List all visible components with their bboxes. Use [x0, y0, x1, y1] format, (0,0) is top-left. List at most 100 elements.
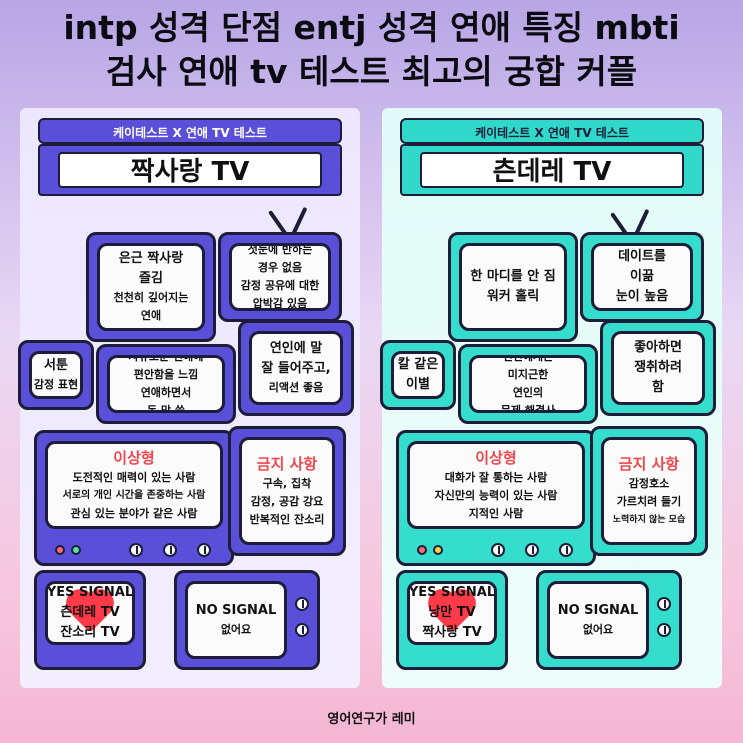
tv-screen: 칼 같은 이별	[391, 351, 445, 399]
tv-screen: 서툰 감정 표현	[29, 351, 83, 399]
ban-heading: 금지 사항	[256, 455, 318, 473]
tv-screen: NO SIGNAL 없어요	[185, 581, 287, 659]
tv-text: 자유로운 연애에	[128, 355, 204, 363]
dial-knob	[163, 543, 177, 557]
tv-ideal: 이상형 대화가 잘 통하는 사람 자신만의 능력이 있는 사람 지적인 사람	[396, 430, 596, 566]
tv-screen: 금지 사항 구속, 집착 감정, 공감 강요 반복적인 잔소리	[239, 437, 335, 545]
tv-text: 함	[652, 380, 664, 395]
dial-knob	[559, 543, 573, 557]
tv-text: 없어요	[582, 623, 614, 636]
ban-heading: 금지 사항	[618, 455, 680, 473]
tv-text: 반복적인 잔소리	[249, 513, 325, 526]
tv-screen: 데이트를 이끎 눈이 높음	[591, 243, 693, 311]
tv-text: 연인에게는	[502, 355, 554, 363]
tv-text: 없어요	[220, 623, 252, 636]
tv-text: 편안함을 느낌	[133, 368, 199, 381]
tv-text: 첫눈에 반하는	[247, 243, 313, 256]
headline-line-2: 검사 연애 tv 테스트 최고의 궁합 커플	[105, 52, 638, 91]
tv-screen: YES SIGNAL 츤데레 TV 잔소리 TV	[45, 581, 135, 645]
tv-text: 감정호소	[628, 477, 670, 490]
tv-text: 경우 없음	[257, 261, 303, 274]
topbar-label: 케이테스트 X 연애 TV 테스트	[400, 118, 704, 144]
tv-text: 압박감 있음	[252, 297, 308, 310]
tv-screen: YES SIGNAL 낭만 TV 짝사랑 TV	[407, 581, 497, 645]
tv-text: 쟁취하려	[634, 360, 682, 375]
tv-ideal: 이상형 도전적인 매력이 있는 사람 서로의 개인 시간을 존중하는 사람 관심…	[34, 430, 234, 566]
tv-text: 데이트를	[618, 249, 666, 264]
tv-yes-signal: YES SIGNAL 낭만 TV 짝사랑 TV	[396, 570, 508, 670]
tv-text: 미지근한	[507, 368, 549, 381]
tv-screen: 금지 사항 감정호소 가르치려 들기 노력하지 않는 모습	[601, 437, 697, 545]
yes-heading: YES SIGNAL	[408, 585, 496, 600]
tv-4: 연인에게는 미지근한 연인의 문제 해결사	[458, 344, 598, 424]
title-text: 츤데레 TV	[420, 152, 684, 188]
tv-text: 돈 막 씀	[146, 404, 186, 413]
indicator-light	[71, 545, 81, 555]
tv-text: 리액션 좋음	[268, 381, 324, 394]
tv-1: 한 마디를 안 짐 워커 홀릭	[448, 232, 578, 342]
tv-text: 한 마디를 안 짐	[470, 269, 556, 284]
tv-screen: 좋아하면 쟁취하려 함	[611, 331, 705, 405]
tv-yes-signal: YES SIGNAL 츤데레 TV 잔소리 TV	[34, 570, 146, 670]
tv-text: 관심 있는 분야가 같은 사람	[70, 507, 198, 520]
tv-text: 구속, 집착	[262, 477, 312, 490]
tv-screen: 이상형 도전적인 매력이 있는 사람 서로의 개인 시간을 존중하는 사람 관심…	[45, 441, 223, 529]
tv-text: 서로의 개인 시간을 존중하는 사람	[62, 490, 206, 501]
dial-knob	[525, 543, 539, 557]
headline: intp 성격 단점 entj 성격 연애 특징 mbti 검사 연애 tv 테…	[0, 0, 743, 100]
no-heading: NO SIGNAL	[557, 603, 639, 618]
tv-text: 감정 표현	[33, 378, 79, 391]
no-heading: NO SIGNAL	[195, 603, 277, 618]
headline-line-1: intp 성격 단점 entj 성격 연애 특징 mbti	[63, 8, 680, 47]
tv-text: 가르치려 들기	[616, 495, 682, 508]
tv-text: 노력하지 않는 모습	[612, 515, 686, 525]
indicator-light	[55, 545, 65, 555]
tv-text: 연애하면서	[140, 386, 192, 399]
tv-text: 잘 들어주고,	[261, 361, 331, 376]
tv-text: 칼 같은	[397, 357, 439, 372]
tv-text: 지적인 사람	[468, 507, 524, 520]
tv-text: 워커 홀릭	[486, 289, 540, 304]
tv-text: 감정 공유에 대한	[240, 279, 320, 292]
ideal-heading: 이상형	[113, 449, 155, 467]
tv-text: 낭만 TV	[428, 605, 476, 620]
tv-text: 감정, 공감 강요	[250, 495, 324, 508]
tv-text: 천천히 깊어지는	[113, 291, 189, 304]
dial-knob	[657, 597, 671, 611]
tv-text: 문제 해결사	[500, 404, 556, 413]
tv-text: 연인의	[512, 386, 544, 399]
tv-5: 연인에 말 잘 들어주고, 리액션 좋음	[238, 320, 354, 416]
ideal-heading: 이상형	[475, 449, 517, 467]
tv-3: 서툰 감정 표현	[18, 340, 94, 410]
tv-text: 좋아하면	[634, 340, 682, 355]
tv-screen: 은근 짝사랑 즐김 천천히 깊어지는 연애	[97, 243, 205, 331]
tv-text: 은근 짝사랑	[118, 251, 184, 266]
panel-crush-tv: 케이테스트 X 연애 TV 테스트 짝사랑 TV 은근 짝사랑 즐김 천천히 깊…	[18, 108, 360, 688]
tv-ban: 금지 사항 구속, 집착 감정, 공감 강요 반복적인 잔소리	[228, 426, 346, 556]
tv-screen: 첫눈에 반하는 경우 없음 감정 공유에 대한 압박감 있음	[229, 243, 331, 311]
tv-text: 츤데레 TV	[60, 605, 120, 620]
yes-heading: YES SIGNAL	[46, 585, 134, 600]
dial-knob	[295, 623, 309, 637]
tv-3: 칼 같은 이별	[380, 340, 456, 410]
tv-screen: 자유로운 연애에 편안함을 느낌 연애하면서 돈 막 씀	[107, 355, 225, 413]
tv-text: 즐김	[139, 271, 163, 286]
title-text: 짝사랑 TV	[58, 152, 322, 188]
tv-screen: NO SIGNAL 없어요	[547, 581, 649, 659]
tv-2: 첫눈에 반하는 경우 없음 감정 공유에 대한 압박감 있음	[218, 232, 342, 322]
title-box: 츤데레 TV	[400, 144, 704, 196]
tv-text: 연인에 말	[269, 341, 323, 356]
dial-knob	[657, 623, 671, 637]
dial-knob	[197, 543, 211, 557]
indicator-light	[417, 545, 427, 555]
tv-no-signal: NO SIGNAL 없어요	[174, 570, 320, 670]
dial-knob	[129, 543, 143, 557]
panel-tsundere-tv: 케이테스트 X 연애 TV 테스트 츤데레 TV 한 마디를 안 짐 워커 홀릭…	[380, 108, 722, 688]
tv-ban: 금지 사항 감정호소 가르치려 들기 노력하지 않는 모습	[590, 426, 708, 556]
tv-text: 이별	[406, 377, 430, 392]
tv-text: 대화가 잘 통하는 사람	[444, 471, 548, 484]
dial-knob	[295, 597, 309, 611]
tv-text: 도전적인 매력이 있는 사람	[72, 471, 196, 484]
tv-text: 자신만의 능력이 있는 사람	[434, 489, 558, 502]
tv-screen: 연인에게는 미지근한 연인의 문제 해결사	[469, 355, 587, 413]
